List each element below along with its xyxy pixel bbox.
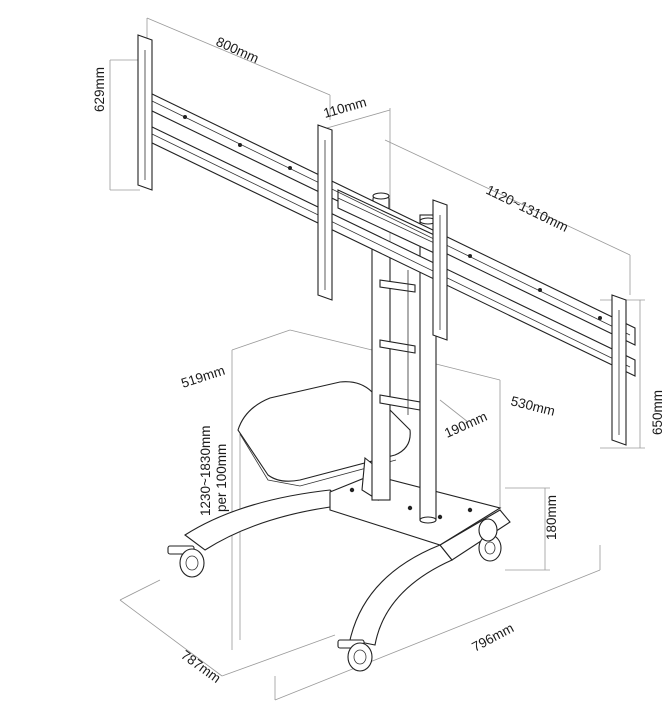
label-180mm: 180mm xyxy=(544,495,559,540)
caster-left xyxy=(167,545,205,578)
dimension-lines xyxy=(109,17,645,701)
label-110mm: 110mm xyxy=(322,94,368,121)
front-column xyxy=(419,214,437,524)
label-1120-1310mm: 1120~1310mm xyxy=(484,182,571,235)
mounting-rails xyxy=(147,91,636,377)
caster-front xyxy=(337,639,373,672)
label-530mm: 530mm xyxy=(509,393,556,418)
label-519mm: 519mm xyxy=(179,363,226,391)
vesa-uprights xyxy=(137,34,627,446)
caster-wheels xyxy=(167,518,502,672)
label-629mm: 629mm xyxy=(92,67,107,112)
label-per-100mm: per 100mm xyxy=(214,444,229,512)
label-800mm: 800mm xyxy=(214,34,261,66)
rear-column xyxy=(371,241,421,501)
label-190mm: 190mm xyxy=(442,409,489,441)
caster-back xyxy=(478,518,498,542)
base-frame xyxy=(184,474,511,646)
label-796mm: 796mm xyxy=(469,620,516,654)
equipment-shelf xyxy=(237,381,411,501)
label-650mm: 650mm xyxy=(650,390,665,435)
label-1230-1830mm: 1230~1830mm xyxy=(198,426,213,516)
label-787mm: 787mm xyxy=(178,647,223,686)
